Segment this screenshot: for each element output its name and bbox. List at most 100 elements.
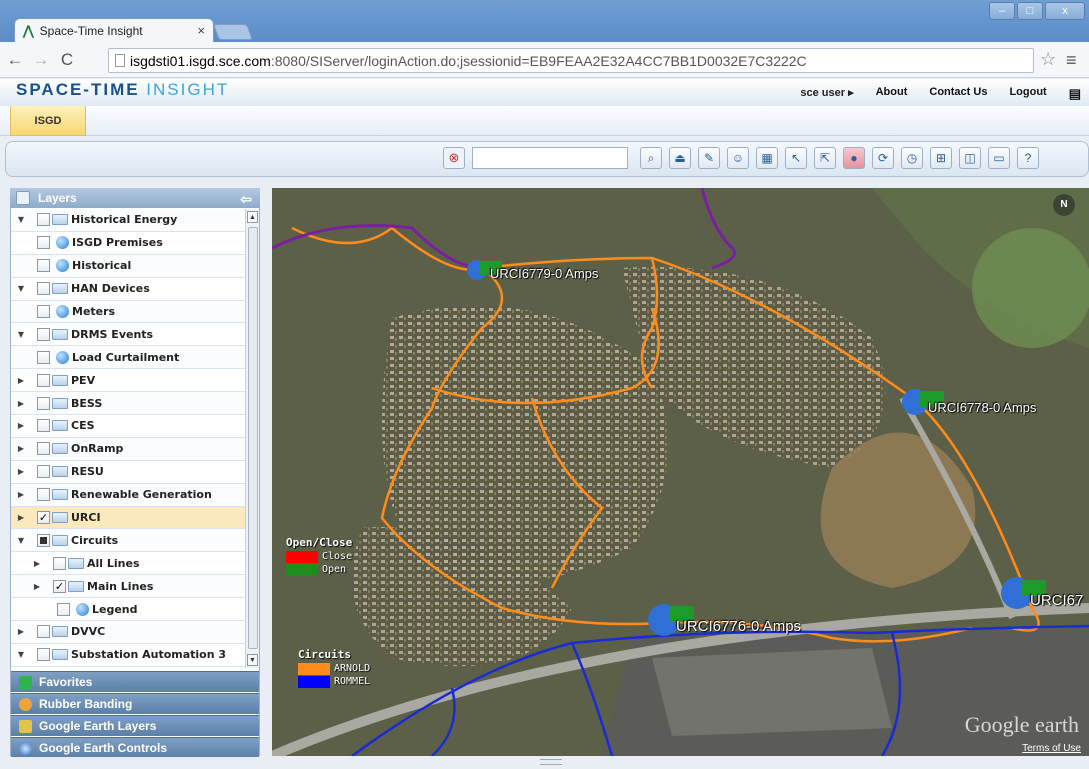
close-window-button[interactable]: x (1045, 2, 1085, 20)
refresh-icon[interactable]: ⟳ (872, 147, 894, 169)
menu-icon[interactable]: ▤ (1068, 86, 1081, 101)
contact-us-link[interactable]: Contact Us (929, 86, 988, 98)
layer-row[interactable]: ▼DRMS Events (11, 323, 245, 347)
layer-row[interactable]: Load Curtailment (11, 346, 245, 370)
map-label-urci67[interactable]: URCI67 (1030, 592, 1084, 609)
person-icon[interactable]: ☺ (727, 147, 749, 169)
map-label-urci6776[interactable]: URCI6776-0 Amps (676, 618, 802, 635)
layer-checkbox[interactable] (37, 350, 50, 364)
scroll-up-icon[interactable]: ▲ (247, 211, 258, 223)
clock-icon[interactable]: ◷ (901, 147, 923, 169)
expand-arrow-icon[interactable]: ▼ (17, 215, 25, 225)
layer-row[interactable]: ▶DVVC (11, 621, 245, 644)
layer-row[interactable]: ▼Historical Energy (11, 209, 245, 232)
scroll-thumb[interactable] (248, 227, 258, 649)
favorites-section[interactable]: Favorites (11, 671, 259, 692)
google-earth-controls-section[interactable]: Google Earth Controls (11, 737, 259, 758)
layer-row[interactable]: ▶RESU (11, 461, 245, 484)
layer-checkbox[interactable] (37, 488, 50, 502)
google-earth-layers-section[interactable]: Google Earth Layers (11, 715, 259, 736)
maximize-button[interactable]: □ (1017, 2, 1043, 20)
expand-arrow-icon[interactable]: ▼ (17, 650, 25, 660)
forward-arrow-icon[interactable]: → (32, 49, 50, 69)
expand-arrow-icon[interactable]: ▶ (17, 444, 25, 454)
layer-checkbox-checked[interactable]: ✓ (53, 579, 66, 593)
scroll-down-icon[interactable]: ▼ (247, 654, 258, 666)
expand-arrow-icon[interactable]: ▼ (17, 535, 25, 545)
expand-arrow-icon[interactable]: ▶ (17, 375, 25, 385)
layer-row[interactable]: ▶✓Main Lines (11, 575, 245, 599)
expand-arrow-icon[interactable]: ▶ (17, 490, 25, 500)
pencil-icon[interactable]: ✎ (698, 147, 720, 169)
bookmark-star-icon[interactable]: ☆ (1040, 49, 1057, 69)
layer-row[interactable]: ▶PEV (11, 369, 245, 393)
layer-checkbox[interactable] (37, 305, 50, 318)
layer-row-selected[interactable]: ▶✓URCI (11, 506, 245, 530)
browser-tab[interactable]: ⋀ Space-Time Insight × (14, 18, 214, 42)
layer-checkbox[interactable] (37, 282, 50, 296)
layer-checkbox-partial[interactable] (37, 533, 50, 547)
layer-checkbox[interactable] (37, 236, 50, 250)
back-arrow-icon[interactable]: ← (6, 49, 24, 69)
layer-toggle-icon[interactable]: ● (843, 147, 865, 169)
expand-arrow-icon[interactable]: ▶ (33, 558, 41, 568)
new-tab-button[interactable] (213, 24, 253, 40)
rubber-banding-section[interactable]: Rubber Banding (11, 693, 259, 714)
layer-checkbox[interactable] (57, 602, 70, 616)
close-tab-icon[interactable]: × (197, 23, 205, 38)
expand-arrow-icon[interactable]: ▶ (33, 581, 41, 591)
address-bar[interactable]: isgdsti01.isgd.sce.com:8080/SIServer/log… (108, 48, 1034, 73)
table-icon[interactable]: ⊞ (930, 147, 952, 169)
collapse-arrow-icon[interactable]: ⇦ (240, 191, 252, 207)
layer-checkbox[interactable] (37, 259, 50, 273)
layer-checkbox-checked[interactable]: ✓ (37, 511, 50, 525)
expand-arrow-icon[interactable]: ▼ (17, 329, 25, 339)
minimize-button[interactable]: – (989, 2, 1015, 20)
layer-row[interactable]: ▶CES (11, 415, 245, 438)
layer-checkbox[interactable] (37, 327, 50, 341)
layer-row[interactable]: ▶All Lines (11, 552, 245, 576)
layer-row[interactable]: ▶BESS (11, 392, 245, 416)
home-icon[interactable]: ⏏ (669, 147, 691, 169)
zoom-icon[interactable]: ⌕ (640, 147, 662, 169)
split-view-icon[interactable]: ◫ (959, 147, 981, 169)
layer-checkbox[interactable] (37, 648, 50, 662)
terms-of-use-link[interactable]: Terms of Use (1022, 743, 1081, 754)
help-icon[interactable]: ? (1017, 147, 1039, 169)
logout-link[interactable]: Logout (1009, 86, 1047, 98)
map-label-urci6778[interactable]: URCI6778-0 Amps (928, 400, 1037, 415)
layer-checkbox[interactable] (37, 419, 50, 433)
layer-checkbox[interactable] (37, 625, 50, 639)
layer-checkbox[interactable] (37, 442, 50, 456)
layer-row[interactable]: ▶Renewable Generation (11, 483, 245, 507)
layer-row[interactable]: ISGD Premises (11, 232, 245, 255)
layer-row[interactable]: Historical (11, 254, 245, 278)
tab-isgd[interactable]: ISGD (10, 106, 86, 136)
window-icon[interactable]: ▭ (988, 147, 1010, 169)
expand-arrow-icon[interactable]: ▶ (17, 513, 25, 523)
about-link[interactable]: About (875, 86, 908, 98)
layer-checkbox[interactable] (37, 213, 50, 227)
layer-checkbox[interactable] (53, 556, 66, 570)
compass-icon[interactable]: N (1053, 194, 1075, 216)
layer-row[interactable]: ▼HAN Devices (11, 278, 245, 301)
map-view[interactable]: URCI6779-0 Amps URCI6778-0 Amps URCI6776… (272, 188, 1089, 756)
expand-arrow-icon[interactable]: ▶ (17, 627, 25, 637)
layer-row[interactable]: Meters (11, 300, 245, 324)
pointer-icon[interactable]: ↖ (785, 147, 807, 169)
layer-checkbox[interactable] (37, 465, 50, 479)
expand-arrow-icon[interactable]: ▶ (17, 398, 25, 408)
layer-row[interactable]: Legend (11, 598, 245, 622)
layer-row[interactable]: ▼Substation Automation 3 (11, 644, 245, 667)
layers-scrollbar[interactable]: ▲ ▼ (245, 209, 259, 668)
map-label-urci6779[interactable]: URCI6779-0 Amps (490, 266, 599, 281)
reload-icon[interactable]: C (60, 49, 74, 69)
layer-row[interactable]: ▼Circuits (11, 529, 245, 553)
user-menu[interactable]: sce user ▸ (800, 87, 854, 99)
select-icon[interactable]: ⇱ (814, 147, 836, 169)
search-input[interactable] (472, 147, 628, 169)
layer-checkbox[interactable] (37, 396, 50, 410)
expand-arrow-icon[interactable]: ▼ (17, 284, 25, 294)
expand-arrow-icon[interactable]: ▶ (17, 467, 25, 477)
browser-menu-icon[interactable]: ≡ (1066, 50, 1077, 70)
